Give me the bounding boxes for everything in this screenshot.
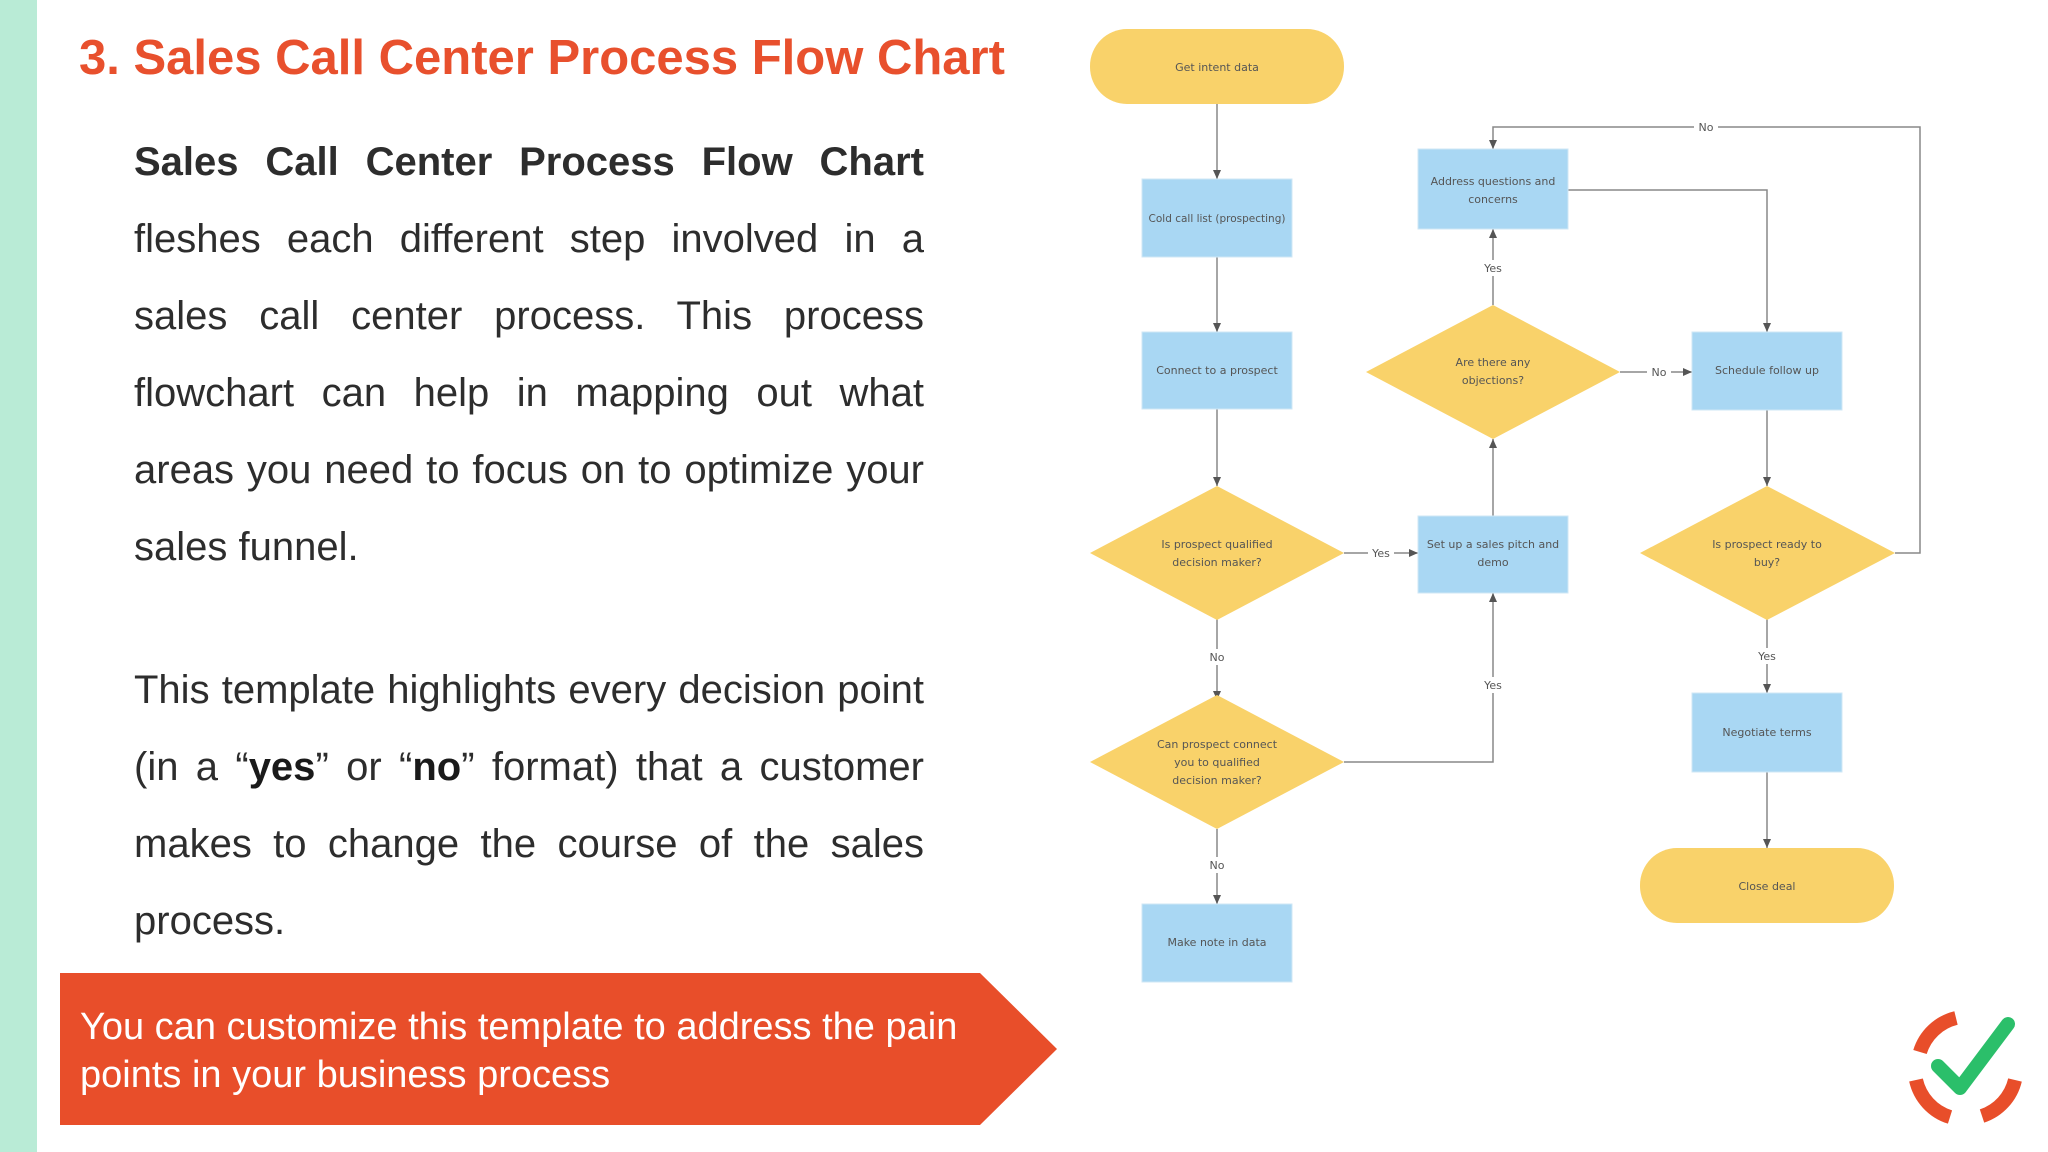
label-qualified-yes: Yes (1371, 547, 1390, 560)
node-connect-prospect (1141, 331, 1293, 410)
text-objections-2: objections? (1462, 374, 1524, 387)
text-get-intent: Get intent data (1175, 61, 1259, 74)
text-ready-1: Is prospect ready to (1712, 538, 1822, 551)
callout-text: You can customize this template to addre… (80, 1006, 958, 1096)
node-close-deal (1640, 848, 1894, 923)
template-text-3: ” format) that a customer makes to chang… (134, 745, 924, 943)
text-cold-call: Cold call list (prospecting) (1149, 213, 1286, 225)
node-qualified-decision (1090, 486, 1344, 620)
node-schedule-follow-up (1691, 331, 1843, 411)
node-get-intent-data (1090, 29, 1344, 104)
text-address-1: Address questions and (1431, 175, 1556, 188)
node-negotiate-terms (1691, 692, 1843, 773)
description-lead: Sales Call Center Process Flow Chart (134, 140, 924, 184)
page-title: 3. Sales Call Center Process Flow Chart (79, 31, 1005, 85)
yes-emphasis: yes (248, 745, 316, 789)
description-paragraph: Sales Call Center Process Flow Chart fle… (134, 124, 924, 586)
label-qualified-no: No (1210, 651, 1225, 664)
label-canconnect-no: No (1210, 859, 1225, 872)
label-ready-yes: Yes (1757, 650, 1776, 663)
text-pitch-1: Set up a sales pitch and (1427, 538, 1559, 551)
text-schedule: Schedule follow up (1715, 364, 1819, 377)
node-sales-pitch (1417, 515, 1569, 594)
text-qualified-2: decision maker? (1172, 556, 1262, 569)
edge-ready-address (1489, 126, 1921, 554)
label-objections-no: No (1652, 366, 1667, 379)
text-canconnect-1: Can prospect connect (1157, 738, 1278, 751)
node-can-connect-decision (1090, 695, 1344, 829)
description-rest: fleshes each different step involved in … (134, 217, 924, 569)
left-accent-strip (0, 0, 37, 1152)
sales-flowchart: No No Yes Yes Yes No No Yes Get intent d… (1090, 29, 1921, 983)
text-qualified-1: Is prospect qualified (1161, 538, 1272, 551)
node-make-note (1141, 903, 1293, 983)
text-pitch-2: demo (1477, 556, 1508, 569)
callout-banner: You can customize this template to addre… (60, 973, 1057, 1125)
template-text-2: ” or “ (315, 745, 413, 789)
text-negotiate: Negotiate terms (1722, 726, 1812, 739)
template-paragraph: This template highlights every decision … (134, 652, 924, 960)
node-address-concerns (1417, 148, 1569, 230)
text-ready-2: buy? (1754, 556, 1780, 569)
text-make-note: Make note in data (1167, 936, 1266, 949)
node-objections-decision (1366, 305, 1620, 439)
node-cold-call-list (1141, 178, 1293, 258)
checkmark-logo-icon (1909, 1011, 2022, 1124)
text-address-2: concerns (1468, 193, 1518, 206)
label-objections-yes: Yes (1483, 262, 1502, 275)
callout-arrow-shape (60, 973, 1057, 1125)
no-emphasis: no (412, 745, 462, 789)
edge-address-schedule (1568, 189, 1771, 332)
text-objections-1: Are there any (1456, 356, 1531, 369)
text-canconnect-2: you to qualified (1174, 756, 1260, 769)
text-close: Close deal (1738, 880, 1795, 893)
text-canconnect-3: decision maker? (1172, 774, 1262, 787)
template-text-1: This template highlights every decision … (134, 668, 924, 789)
node-ready-decision (1640, 486, 1895, 620)
label-canconnect-yes: Yes (1483, 679, 1502, 692)
text-connect: Connect to a prospect (1156, 364, 1278, 377)
label-ready-no: No (1699, 121, 1714, 134)
edge-canconnect-pitch (1344, 593, 1497, 763)
